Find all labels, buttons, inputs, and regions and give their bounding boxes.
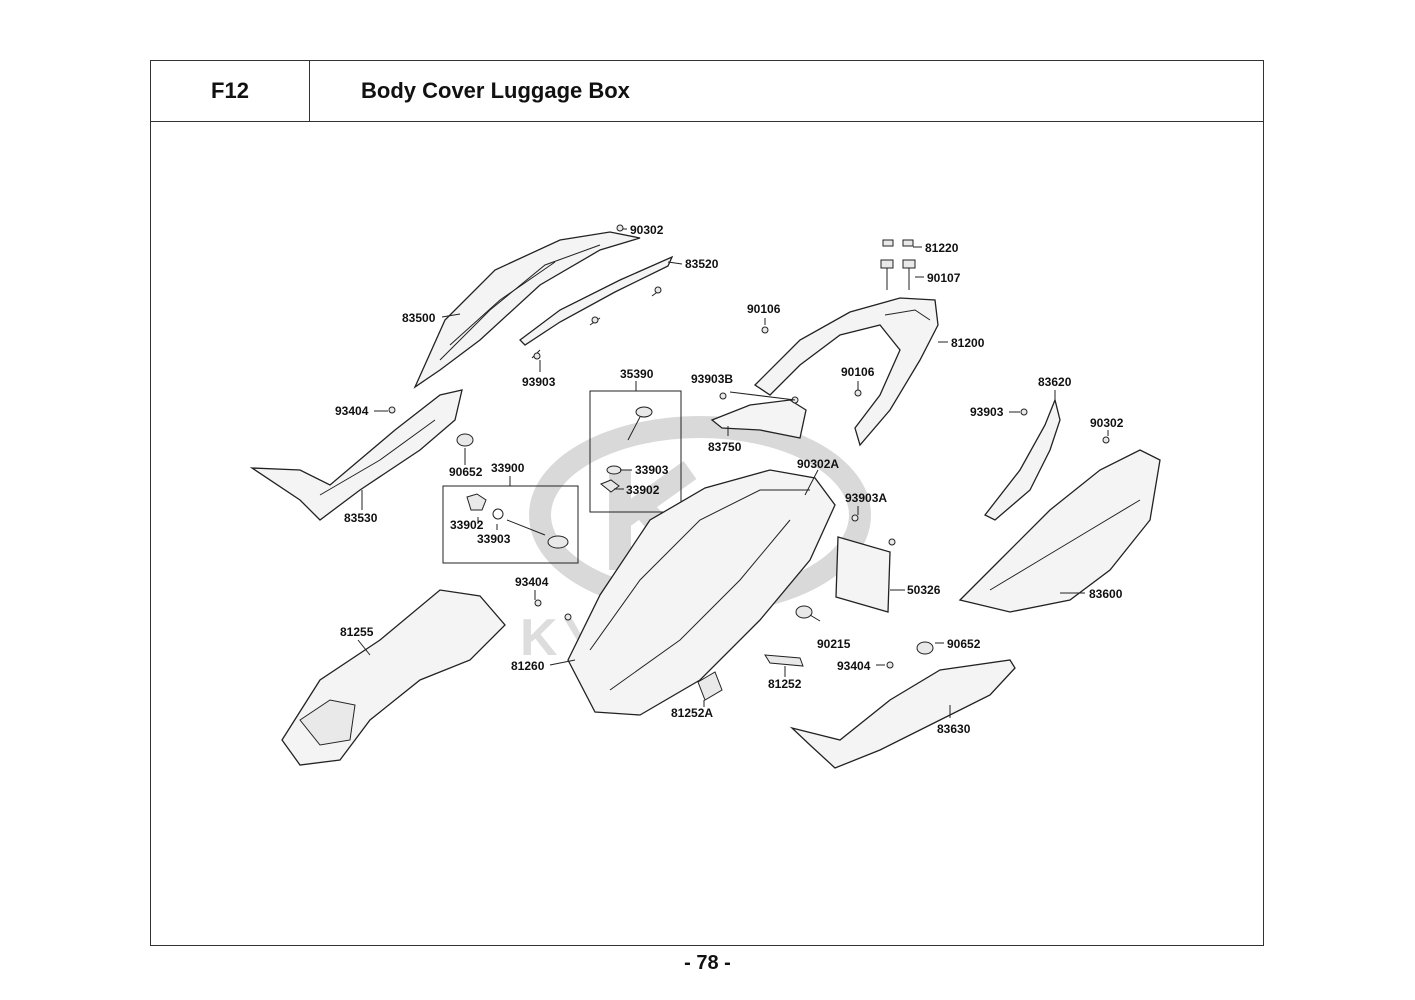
callout-label: 90302A [797, 457, 839, 471]
callout-label: 33902 [626, 483, 660, 497]
part-33900-drawing [466, 493, 569, 549]
callout-label: 93404 [515, 575, 549, 589]
callout-label: 93404 [837, 659, 871, 673]
callout-label: 83630 [937, 722, 971, 736]
part-83520-drawing [519, 255, 674, 359]
part-81252a-drawing [697, 671, 723, 701]
callout-label: 90302 [1090, 416, 1124, 430]
part-90215-drawing [795, 605, 813, 619]
screw-fasteners [388, 224, 1110, 669]
callout-label: 83500 [402, 311, 436, 325]
callout-label: 93903A [845, 491, 887, 505]
callout-label: 35390 [620, 367, 654, 381]
callout-label: 90106 [747, 302, 781, 316]
callout-label: 33903 [635, 463, 669, 477]
callout-label: 81220 [925, 241, 959, 255]
callout-label: 83600 [1089, 587, 1123, 601]
part-50326-drawing [835, 536, 891, 613]
callout-label: 81260 [511, 659, 545, 673]
part-83620-drawing [984, 397, 1061, 521]
part-83630-drawing [789, 659, 1016, 769]
callout-label: 90107 [927, 271, 961, 285]
part-83600-drawing [958, 449, 1161, 613]
callout-label: 33903 [477, 532, 511, 546]
part-81260-drawing [567, 469, 836, 716]
callout-label: 90215 [817, 637, 851, 651]
callout-label: 90302 [630, 223, 664, 237]
callout-label: 81252A [671, 706, 713, 720]
part-81252-drawing [764, 654, 804, 667]
callout-label: 83620 [1038, 375, 1072, 389]
page-number: - 78 - [684, 952, 731, 974]
header-divider [310, 121, 1264, 122]
section-code: F12 [150, 60, 310, 122]
part-90652-drawing [456, 433, 934, 655]
callout-label: 83530 [344, 511, 378, 525]
leader-lines [357, 228, 1109, 718]
part-81200-drawing [753, 297, 939, 447]
page-title: Body Cover Luggage Box [361, 78, 630, 103]
callout-label: 83520 [685, 257, 719, 271]
callout-label: 93903B [691, 372, 733, 386]
part-81255-drawing [281, 589, 506, 766]
part-83500-drawing [413, 231, 641, 389]
part-90107-drawing [880, 239, 916, 290]
callout-label: 81200 [951, 336, 985, 350]
callout-label: 90106 [841, 365, 875, 379]
callout-label: 33902 [450, 518, 484, 532]
callout-label: 93903 [522, 375, 556, 389]
callout-label: 90652 [947, 637, 981, 651]
callout-labels: 90302 83520 83500 93903 81220 90107 9010… [335, 223, 1124, 736]
callout-label: 81255 [340, 625, 374, 639]
callout-label: 81252 [768, 677, 802, 691]
callout-label: 93404 [335, 404, 369, 418]
diagram-frame [150, 60, 1264, 946]
callout-label: 50326 [907, 583, 941, 597]
callout-label: 90652 [449, 465, 483, 479]
callout-label: 83750 [708, 440, 742, 454]
part-83530-drawing [249, 389, 463, 521]
callout-label: 93903 [970, 405, 1004, 419]
callout-label: 33900 [491, 461, 525, 475]
